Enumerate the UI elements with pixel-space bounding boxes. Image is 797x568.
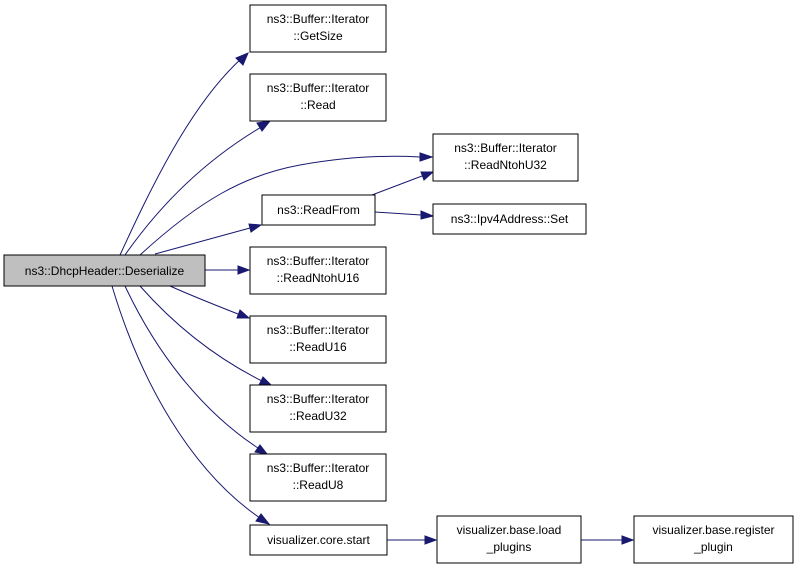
node-ipv4address-set[interactable]: ns3::Ipv4Address::Set <box>432 203 587 235</box>
node-label-line1: visualizer.base.load <box>457 523 562 537</box>
node-layer: ns3::DhcpHeader::Deserialize ns3::Buffer… <box>3 4 794 564</box>
node-label: ns3::ReadFrom <box>277 203 360 217</box>
edge-deserialize-to-read <box>124 120 272 256</box>
node-label-line2: ::ReadU32 <box>289 409 347 423</box>
node-label-line1: ns3::Buffer::Iterator <box>267 12 370 26</box>
edge-readfrom-to-readntohu32 <box>371 171 435 196</box>
edge-deserialize-to-readfrom <box>154 223 263 255</box>
node-dhcpheader-deserialize[interactable]: ns3::DhcpHeader::Deserialize <box>3 254 206 287</box>
node-label-line1: ns3::Buffer::Iterator <box>267 392 370 406</box>
node-label: ns3::DhcpHeader::Deserialize <box>25 264 185 278</box>
node-iterator-readu8[interactable]: ns3::Buffer::Iterator ::ReadU8 <box>249 453 387 502</box>
edge-deserialize-to-getsize <box>119 52 249 256</box>
node-visualizer-core-start[interactable]: visualizer.core.start <box>249 524 388 556</box>
node-visualizer-base-register-plugin[interactable]: visualizer.base.register _plugin <box>633 515 794 564</box>
node-label-line1: ns3::Buffer::Iterator <box>454 141 557 155</box>
edge-deserialize-to-corestart <box>111 285 271 525</box>
edge-deserialize-to-readntohu32 <box>139 152 434 256</box>
node-iterator-readntohu16[interactable]: ns3::Buffer::Iterator ::ReadNtohU16 <box>249 246 387 295</box>
node-label-line2: _plugin <box>693 540 733 554</box>
node-readfrom[interactable]: ns3::ReadFrom <box>261 194 376 226</box>
node-label-line2: ::Read <box>300 98 335 112</box>
edge-deserialize-to-readntohu16 <box>205 265 251 275</box>
node-iterator-getsize[interactable]: ns3::Buffer::Iterator ::GetSize <box>249 4 387 53</box>
node-label-line1: visualizer.base.register <box>652 523 774 537</box>
node-label: ns3::Ipv4Address::Set <box>451 212 569 226</box>
node-iterator-read[interactable]: ns3::Buffer::Iterator ::Read <box>249 73 387 122</box>
edge-corestart-to-loadplugins <box>387 535 438 545</box>
node-label-line2: ::ReadNtohU32 <box>464 158 547 172</box>
node-iterator-readntohu32[interactable]: ns3::Buffer::Iterator ::ReadNtohU32 <box>432 133 579 182</box>
node-label-line1: ns3::Buffer::Iterator <box>267 81 370 95</box>
node-label: visualizer.core.start <box>267 533 370 547</box>
node-visualizer-base-load-plugins[interactable]: visualizer.base.load _plugins <box>436 515 582 564</box>
edge-deserialize-to-readu8 <box>124 285 269 455</box>
node-label-line2: ::GetSize <box>293 29 343 43</box>
edge-deserialize-to-readu32 <box>139 285 274 387</box>
edge-layer <box>111 52 635 545</box>
node-label-line2: ::ReadU8 <box>293 478 344 492</box>
node-label-line2: ::ReadNtohU16 <box>277 271 360 285</box>
node-label-line1: ns3::Buffer::Iterator <box>267 323 370 337</box>
node-label-line1: ns3::Buffer::Iterator <box>267 254 370 268</box>
node-label-line2: ::ReadU16 <box>289 340 347 354</box>
node-label-line2: _plugins <box>486 540 532 554</box>
node-label-line1: ns3::Buffer::Iterator <box>267 461 370 475</box>
edge-readfrom-to-ipv4set <box>374 210 435 220</box>
node-iterator-readu16[interactable]: ns3::Buffer::Iterator ::ReadU16 <box>249 315 387 364</box>
edge-loadplugins-to-registerplugin <box>581 535 635 545</box>
edge-deserialize-to-readu16 <box>169 285 251 319</box>
node-iterator-readu32[interactable]: ns3::Buffer::Iterator ::ReadU32 <box>249 384 387 433</box>
